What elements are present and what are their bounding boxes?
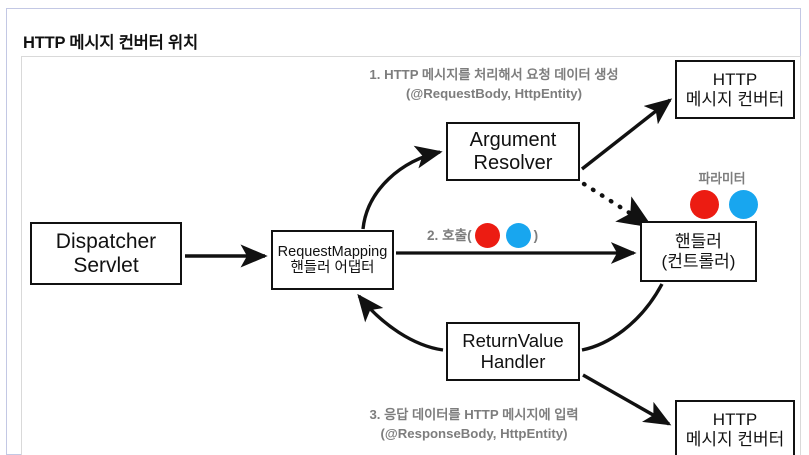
annotation-step-1-line2: (@RequestBody, HttpEntity) [406,85,582,101]
annotation-step-3: 3. 응답 데이터를 HTTP 메시지에 입력 (@ResponseBody, … [304,406,644,443]
node-http-message-converter-bottom-line1: HTTP [712,410,758,430]
annotation-step-2-prefix: 2. 호출( [427,227,472,243]
node-handler-controller-line2: (컨트롤러) [661,251,736,271]
node-http-message-converter-bottom-line2: 메시지 컨버터 [685,429,785,449]
node-request-mapping-line1: RequestMapping [277,243,388,260]
annotation-step-2: 2. 호출( ) [427,223,538,248]
node-return-value-handler[interactable]: ReturnValue Handler [446,322,580,381]
node-dispatcher-servlet[interactable]: Dispatcher Servlet [30,222,182,285]
edge-returnvalue-to-requestmapping [357,293,444,352]
node-return-value-handler-line1: ReturnValue [462,329,564,351]
edge-argresolver-to-handler-dotted [581,181,653,229]
node-http-message-converter-bottom[interactable]: HTTP 메시지 컨버터 [675,400,795,455]
node-dispatcher-servlet-line2: Servlet [73,253,139,277]
annotation-step-3-line2: (@ResponseBody, HttpEntity) [380,425,568,441]
slide-frame: HTTP 메시지 컨버터 위치 [6,8,801,455]
red-parameter-dot-icon [474,223,500,248]
node-argument-resolver[interactable]: Argument Resolver [446,122,580,181]
page-title: HTTP 메시지 컨버터 위치 [23,34,198,52]
annotation-step-2-suffix: ) [533,227,539,243]
annotation-step-1: 1. HTTP 메시지를 처리해서 요청 데이터 생성 (@RequestBod… [324,66,664,103]
node-http-message-converter-top-line1: HTTP [712,70,758,90]
edge-handler-to-returnvalue [581,283,664,352]
node-handler-controller-line1: 핸들러 [675,232,722,252]
red-parameter-dot-icon [690,190,719,219]
annotation-step-1-line1: 1. HTTP 메시지를 처리해서 요청 데이터 생성 [369,67,619,82]
blue-parameter-dot-icon [505,223,531,248]
node-http-message-converter-top-line2: 메시지 컨버터 [685,89,785,109]
node-http-message-converter-top[interactable]: HTTP 메시지 컨버터 [675,60,795,119]
node-handler-controller[interactable]: 핸들러 (컨트롤러) [640,221,757,282]
edge-argresolver-to-converter-top [580,98,673,171]
node-argument-resolver-line1: Argument [469,129,557,152]
node-return-value-handler-line2: Handler [480,350,546,372]
annotation-parameter-label: 파라미터 [698,171,746,186]
node-dispatcher-servlet-line1: Dispatcher [55,229,157,253]
edge-requestmapping-to-argresolver [361,145,443,230]
annotation-step-3-line1: 3. 응답 데이터를 HTTP 메시지에 입력 [369,407,579,422]
parameter-dots-group [685,190,763,220]
diagram-canvas: Dispatcher Servlet RequestMapping 핸들러 어댑… [21,56,801,455]
node-request-mapping-handler-adapter[interactable]: RequestMapping 핸들러 어댑터 [271,230,394,290]
node-argument-resolver-line2: Resolver [473,151,553,174]
blue-parameter-dot-icon [729,190,758,219]
node-request-mapping-line2: 핸들러 어댑터 [290,260,375,276]
